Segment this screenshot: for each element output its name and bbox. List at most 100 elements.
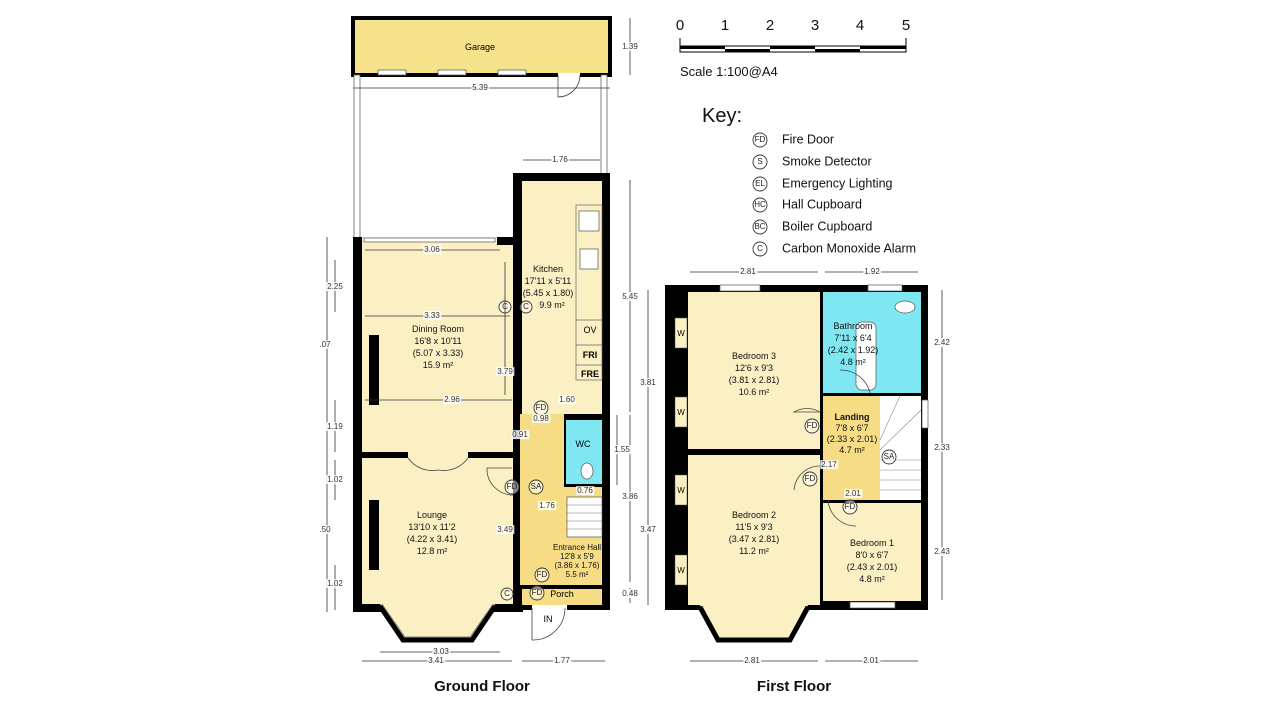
key-item-label: Smoke Detector (782, 154, 872, 168)
svg-text:Entrance Hall: Entrance Hall (553, 543, 601, 552)
stairs (566, 496, 603, 538)
dimension-label: 2.33 (934, 443, 950, 452)
svg-text:(3.81 x 2.81): (3.81 x 2.81) (729, 375, 780, 385)
svg-text:(3.47 x 2.81): (3.47 x 2.81) (729, 534, 780, 544)
dimension-label-bg (432, 647, 451, 657)
dimension-label-bg (576, 486, 595, 496)
dimension-label-bg (496, 367, 515, 377)
scale-bar: 0 1 2 3 4 5 Scale 1:100@A4 (676, 17, 910, 79)
dimension-label-bg (558, 395, 577, 405)
dimension-label: 1.02 (327, 475, 343, 484)
svg-text:10.6 m²: 10.6 m² (739, 387, 770, 397)
dimension-label: 2.81 (744, 656, 760, 665)
dimension-label: 1.92 (864, 267, 880, 276)
room-label-entrance-hall: Entrance Hall 12'8 x 5'9 (3.86 x 1.76) 5… (553, 543, 601, 579)
wardrobe-label: W (677, 566, 685, 575)
lounge (362, 458, 513, 604)
sink-icon (579, 248, 599, 270)
ground-floor-title: Ground Floor (434, 678, 530, 695)
ground-floor: Garage OV FRI FRE WC (351, 16, 612, 695)
dimension-label: 3.79 (497, 367, 513, 376)
wc-label: WC (576, 439, 591, 449)
dimension-label: 3.03 (433, 647, 449, 656)
dimension-label-bg (639, 378, 658, 388)
svg-text:Bedroom 3: Bedroom 3 (732, 351, 776, 361)
dimension-labels: 1.39 5.39 1.76 5.45 3.06 2.25 3.33 .07 3… (318, 42, 952, 666)
smoke-detector-symbol-icon: S (757, 157, 762, 166)
scale-label: Scale 1:100@A4 (680, 64, 778, 79)
dimension-label-bg (621, 42, 640, 52)
dimension-label: 1.02 (327, 579, 343, 588)
dimension-label: 2.42 (934, 338, 950, 347)
carbon-monoxide-alarm-icon: C (504, 589, 510, 598)
svg-text:9.9 m²: 9.9 m² (539, 300, 565, 310)
key-title: Key: (702, 105, 742, 127)
garage (351, 16, 612, 77)
hob-icon (578, 210, 600, 232)
dimension-label-bg (739, 267, 758, 277)
dimension-label: 1.60 (559, 395, 575, 404)
dimension-label-bg (553, 656, 572, 666)
dimension-label-bg (423, 245, 442, 255)
emergency-lighting-symbol-icon: EL (755, 179, 765, 188)
fire-door-icon: FD (537, 570, 548, 579)
svg-text:11.2 m²: 11.2 m² (739, 546, 769, 556)
svg-text:Lounge: Lounge (417, 510, 447, 520)
fire-door-icon: FD (805, 474, 816, 483)
svg-text:Bedroom 2: Bedroom 2 (732, 510, 776, 520)
first-floor-title: First Floor (757, 678, 831, 695)
dimension-label-bg (933, 443, 952, 453)
svg-text:4.8 m²: 4.8 m² (840, 357, 866, 367)
dimension-label: 3.49 (497, 525, 513, 534)
dimension-label-bg (551, 155, 570, 165)
dimension-label-bg (863, 267, 882, 277)
dimension-label: 2.01 (863, 656, 879, 665)
svg-text:12'6 x 9'3: 12'6 x 9'3 (735, 363, 773, 373)
dimension-label-bg (427, 656, 446, 666)
dimension-label: 1.76 (552, 155, 568, 164)
scale-tick: 5 (902, 17, 910, 34)
svg-text:Dining Room: Dining Room (412, 324, 464, 334)
svg-text:12'8 x 5'9: 12'8 x 5'9 (560, 552, 594, 561)
room-label-bedroom-2: Bedroom 2 11'5 x 9'3 (3.47 x 2.81) 11.2 … (729, 510, 780, 556)
svg-text:11'5 x 9'3: 11'5 x 9'3 (735, 522, 772, 532)
dimension-label: 5.39 (472, 83, 488, 92)
freezer-label: FRE (581, 369, 599, 379)
dimension-label: 1.55 (614, 445, 630, 454)
svg-text:8'0 x 6'7: 8'0 x 6'7 (856, 550, 889, 560)
svg-text:12.8 m²: 12.8 m² (417, 546, 448, 556)
boiler-cupboard-symbol-icon: BC (754, 222, 765, 231)
room-label-bathroom: Bathroom 7'11 x 6'4 (2.42 x 1.92) 4.8 m² (828, 321, 879, 367)
key-item-label: Emergency Lighting (782, 176, 893, 190)
dimension-label: 2.17 (821, 460, 837, 469)
dimension-label-bg (318, 525, 333, 535)
dimension-label: 3.86 (622, 492, 638, 501)
scale-tick: 3 (811, 17, 819, 34)
room-label-dining-room: Dining Room 16'8 x 10'11 (5.07 x 3.33) 1… (412, 324, 464, 370)
dimension-label-bg (471, 83, 490, 93)
toilet-icon (580, 462, 594, 480)
bedroom-3 (688, 292, 820, 449)
fire-door-icon: FD (532, 588, 543, 597)
room-label-bedroom-3: Bedroom 3 12'6 x 9'3 (3.81 x 2.81) 10.6 … (729, 351, 780, 397)
bedroom-2 (688, 455, 820, 605)
svg-text:(4.22 x 3.41): (4.22 x 3.41) (407, 534, 458, 544)
key-item-label: Boiler Cupboard (782, 219, 872, 233)
svg-text:15.9 m²: 15.9 m² (423, 360, 454, 370)
dimension-label: 2.25 (327, 282, 343, 291)
dimension-label: 2.01 (845, 489, 861, 498)
dimension-label: 3.41 (428, 656, 444, 665)
dimension-label-bg (532, 414, 551, 424)
dimension-label: 2.81 (740, 267, 756, 276)
room-label-bedroom-1: Bedroom 1 8'0 x 6'7 (2.43 x 2.01) 4.8 m² (847, 538, 898, 584)
bath-icon (855, 321, 877, 391)
dimension-label-bg (318, 340, 333, 350)
dimension-label: 3.81 (640, 378, 656, 387)
dimension-label: 2.96 (444, 395, 460, 404)
dimension-label: 3.33 (424, 311, 440, 320)
svg-text:4.8 m²: 4.8 m² (859, 574, 885, 584)
dimension-label: .50 (319, 525, 331, 534)
svg-text:Bathroom: Bathroom (833, 321, 872, 331)
porch-label: Porch (550, 589, 574, 599)
toilet-icon (894, 300, 916, 314)
